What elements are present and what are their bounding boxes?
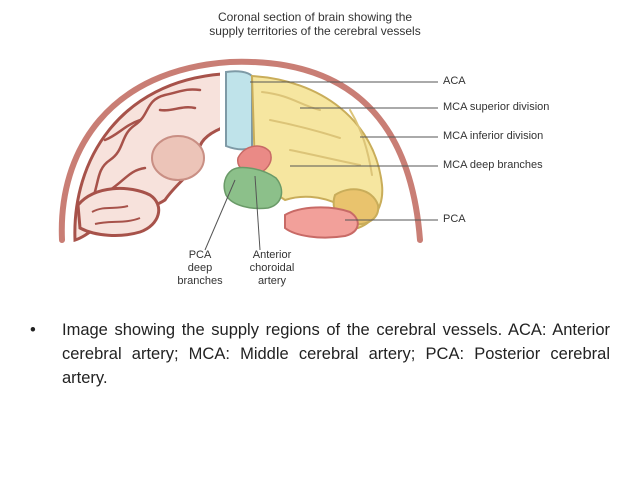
skull-outline — [58, 58, 423, 243]
left-temporal-lobe — [76, 186, 161, 237]
caption-text: Image showing the supply regions of the … — [62, 321, 610, 387]
label-anterior-choroidal-line-1: Anterior — [252, 249, 292, 261]
label-anterior-choroidal-artery: Anterior choroidal artery — [232, 249, 312, 288]
label-mca-superior-division: MCA superior division — [443, 101, 550, 113]
aca-territory — [225, 70, 253, 151]
label-pca-deep-line-2: deep — [187, 262, 213, 274]
leader-anterior-choroidal — [254, 175, 261, 251]
left-temporal-gyri — [91, 205, 141, 225]
label-pca-deep-branches: PCA deep branches — [160, 249, 240, 288]
label-anterior-choroidal-line-3: artery — [257, 275, 287, 287]
label-anterior-choroidal-line-2: choroidal — [249, 262, 295, 274]
left-gyri — [88, 88, 202, 207]
diagram-title-line-2: supply territories of the cerebral vesse… — [209, 24, 421, 38]
label-aca: ACA — [443, 75, 466, 87]
left-thalamus — [151, 135, 205, 181]
label-pca-deep-line-3: branches — [177, 275, 223, 287]
mca-gyri — [261, 91, 373, 176]
diagram-title-line-1: Coronal section of brain showing the — [217, 10, 413, 24]
bullet-icon: • — [30, 321, 36, 339]
pca-deep-territory — [223, 166, 283, 210]
coronal-brain-diagram — [58, 58, 438, 251]
leader-pca-deep — [204, 179, 236, 251]
label-pca: PCA — [443, 213, 466, 225]
slide-caption: • Image showing the supply regions of th… — [30, 318, 610, 390]
pca-territory — [284, 206, 359, 239]
midline-falx — [220, 72, 226, 152]
label-pca-deep-line-1: PCA — [188, 249, 212, 261]
label-mca-deep-branches: MCA deep branches — [443, 159, 543, 171]
diagram-title: Coronal section of brain showing the sup… — [160, 10, 470, 38]
label-mca-inferior-division: MCA inferior division — [443, 130, 544, 142]
